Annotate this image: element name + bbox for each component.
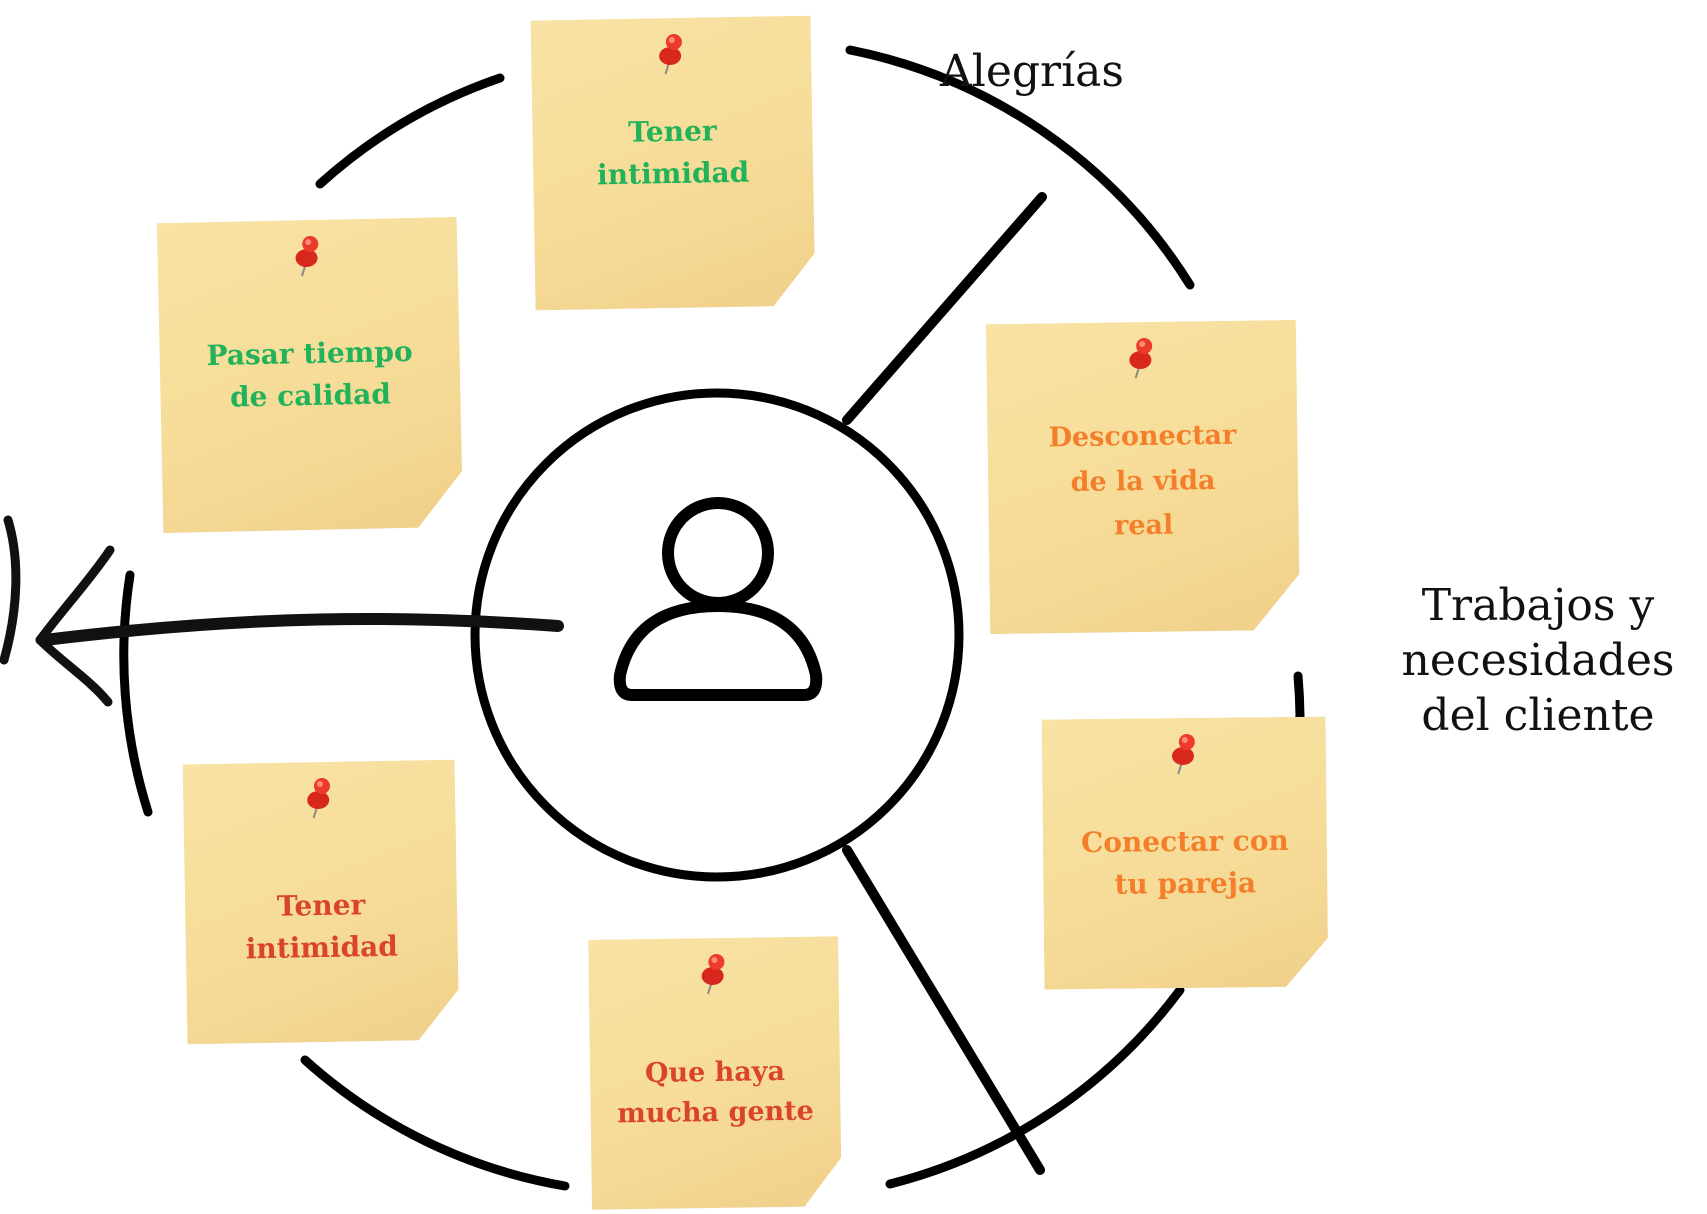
arrow-head-upper	[35, 545, 115, 645]
outer-circle-arc-top	[315, 73, 505, 189]
outer-circle-arc-bottom	[300, 1055, 570, 1191]
note-text: Conectar con tu pareja	[1080, 823, 1289, 901]
note-text: Pasar tiempo de calidad	[206, 334, 413, 414]
arrow-head-lower	[35, 635, 113, 707]
sticky-note[interactable]: Desconectar de la vida real	[986, 320, 1300, 634]
sticky-note[interactable]: Tener intimidad	[183, 760, 460, 1045]
inner-circle	[470, 388, 964, 882]
divider-line-lower	[842, 845, 1045, 1175]
note-text: Desconectar de la vida real	[1048, 419, 1237, 542]
push-pin-icon	[701, 953, 725, 995]
sticky-note[interactable]: Conectar con tu pareja	[1042, 717, 1329, 990]
gains-label: Alegrías	[940, 46, 1124, 97]
sticky-note[interactable]: Pasar tiempo de calidad	[157, 217, 463, 533]
user-icon	[613, 497, 823, 701]
outer-circle-arc-topright	[845, 45, 1195, 290]
sticky-note[interactable]: Tener intimidad	[530, 16, 815, 311]
outer-circle-arc-left	[119, 570, 153, 817]
outer-circle-arc-right	[1293, 671, 1305, 721]
sticky-note[interactable]: Que haya mucha gente	[588, 936, 842, 1209]
push-pin-icon	[659, 33, 682, 75]
push-pin-icon	[1129, 337, 1153, 379]
note-text: Tener intimidad	[245, 888, 399, 966]
note-text: Tener intimidad	[596, 114, 750, 192]
push-pin-icon	[295, 235, 319, 277]
push-pin-icon	[1171, 733, 1195, 775]
jobs-label: Trabajos y necesidades del cliente	[1401, 580, 1675, 741]
push-pin-icon	[307, 777, 330, 819]
arrow-shaft	[39, 612, 564, 646]
outer-circle-arc-bottomright	[885, 985, 1185, 1189]
divider-line-upper	[842, 192, 1047, 425]
note-text: Que haya mucha gente	[617, 1055, 815, 1130]
left-bracket	[0, 515, 21, 665]
